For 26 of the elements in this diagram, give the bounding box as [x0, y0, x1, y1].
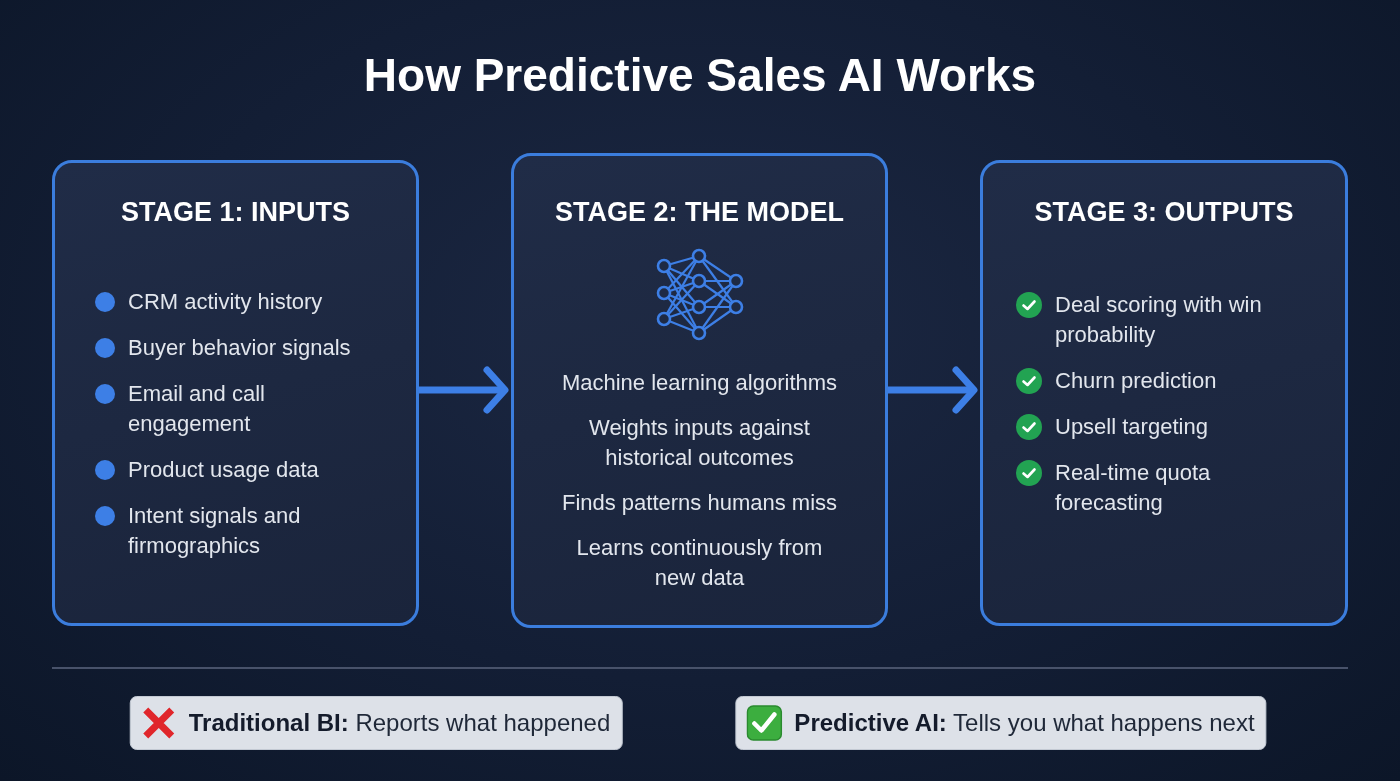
callout-text: Traditional BI: Reports what happened [188, 708, 611, 738]
description-text: Machine learning algorithms [561, 369, 838, 397]
stage-heading: STAGE 1: INPUTS [121, 196, 350, 229]
stage-heading: STAGE 2: THE MODEL [555, 196, 844, 229]
list-item-text: Product usage data [128, 456, 319, 484]
list-item-text: Churn prediction [1055, 367, 1217, 395]
comparison-callout [129, 696, 623, 750]
list-item-text: CRM activity history [128, 288, 323, 316]
stage-heading: STAGE 3: OUTPUTS [1034, 196, 1294, 229]
list-item-text: Deal scoring with win probability [1055, 291, 1263, 349]
description-text: Learns continuously from new data [575, 534, 824, 592]
stage-card [52, 160, 419, 626]
comparison-callout [735, 696, 1267, 750]
description-text: Finds patterns humans miss [561, 489, 838, 517]
list-item-text: Upsell targeting [1055, 413, 1208, 441]
description-text: Weights inputs against historical outcomes [588, 414, 811, 472]
list-item-text: Email and call engagement [128, 380, 266, 438]
callout-text: Predictive AI: Tells you what happens next [794, 708, 1255, 738]
list-item-text: Intent signals and firmographics [128, 502, 302, 560]
arrow [419, 366, 509, 414]
stage-card [980, 160, 1348, 626]
diagram-title: How Predictive Sales AI Works [363, 48, 1037, 103]
list-item-text: Real-time quota forecasting [1055, 459, 1212, 517]
arrow [888, 366, 978, 414]
list-item-text: Buyer behavior signals [128, 334, 351, 362]
stage-card [511, 153, 888, 628]
